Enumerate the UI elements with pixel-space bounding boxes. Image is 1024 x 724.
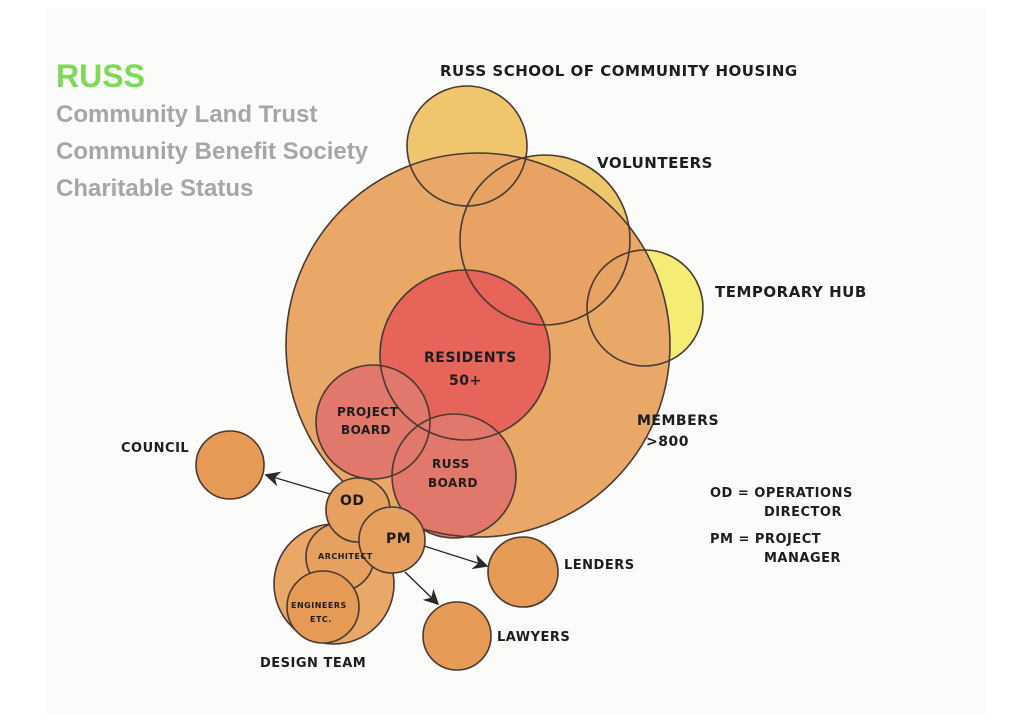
lawyers-circle: [422, 601, 492, 671]
label-temporary-hub: TEMPORARY HUB: [715, 283, 867, 301]
legend-pm-line2: MANAGER: [764, 551, 841, 566]
arrow-pm-to-lawyers: [404, 571, 440, 606]
label-engineers-2: ETC.: [310, 615, 332, 624]
label-council: COUNCIL: [121, 441, 189, 456]
subtitle-charitable-status: Charitable Status: [56, 175, 254, 202]
label-lawyers: LAWYERS: [497, 630, 570, 645]
label-architect: ARCHITECT: [318, 552, 373, 561]
title-block: RUSS Community Land Trust Community Bene…: [56, 56, 368, 207]
council-circle: [195, 430, 265, 500]
arrow-pm-to-lenders: [423, 545, 489, 570]
legend-od-line2: DIRECTOR: [764, 505, 842, 520]
pm-circle: [358, 506, 426, 574]
label-volunteers: VOLUNTEERS: [597, 154, 713, 172]
label-od: OD: [340, 493, 365, 509]
label-russ-board-1: RUSS: [432, 457, 470, 471]
label-school: RUSS SCHOOL OF COMMUNITY HOUSING: [440, 62, 798, 80]
russ-board-circle: [392, 414, 516, 538]
label-residents: RESIDENTS: [424, 350, 517, 366]
label-pm: PM: [386, 531, 411, 547]
label-members-count: >800: [646, 434, 689, 450]
label-design-team: DESIGN TEAM: [260, 656, 366, 671]
label-engineers-1: ENGINEERS: [291, 601, 347, 610]
subtitle-community-benefit-society: Community Benefit Society: [56, 138, 369, 165]
legend-od-line1: OD = OPERATIONS: [710, 486, 853, 501]
label-project-board-1: PROJECT: [337, 405, 399, 419]
label-project-board-2: BOARD: [341, 423, 391, 437]
arrow-od-to-council: [264, 471, 331, 495]
lenders-circle: [487, 536, 559, 608]
label-residents-count: 50+: [449, 373, 482, 389]
label-lenders: LENDERS: [564, 558, 635, 573]
school-overlap: [407, 86, 527, 206]
organisation-title: RUSS: [56, 58, 145, 94]
engineers-circle: [286, 570, 360, 644]
label-russ-board-2: BOARD: [428, 476, 478, 490]
subtitle-community-land-trust: Community Land Trust: [56, 101, 318, 128]
label-members: MEMBERS: [637, 413, 719, 429]
legend-pm-line1: PM = PROJECT: [710, 532, 821, 547]
